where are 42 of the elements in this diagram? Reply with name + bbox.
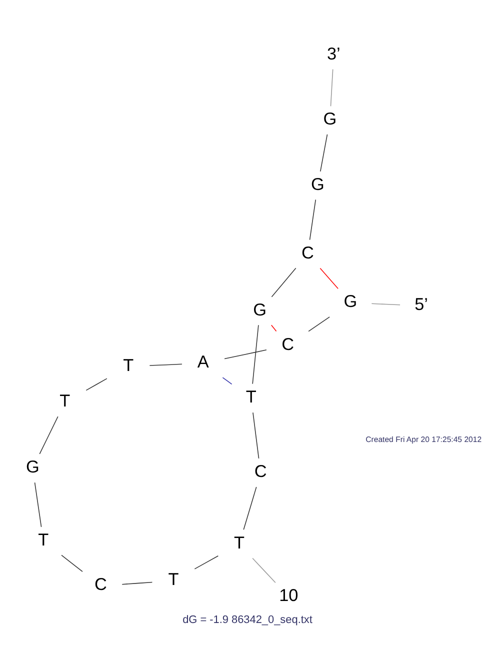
label: Created Fri Apr 20 17:25:45 2012 bbox=[366, 435, 482, 444]
connector bbox=[224, 350, 267, 360]
node-text: T bbox=[168, 569, 179, 590]
node-text: G bbox=[253, 299, 267, 320]
node-text: C bbox=[301, 242, 314, 262]
connector bbox=[271, 268, 296, 298]
connector bbox=[320, 134, 328, 172]
connector bbox=[252, 412, 260, 459]
node-text: T bbox=[246, 386, 256, 407]
connector bbox=[270, 324, 277, 332]
caption: dG = -1.9 86342_0_seq.txt bbox=[182, 614, 312, 626]
node-text: G bbox=[311, 174, 324, 194]
connector bbox=[61, 554, 83, 572]
node-text: C bbox=[254, 461, 267, 482]
connector bbox=[39, 416, 58, 454]
node-text: T bbox=[234, 532, 245, 552]
node-text: T bbox=[38, 529, 49, 550]
node-text: C bbox=[94, 574, 107, 594]
connector bbox=[252, 324, 259, 384]
node-text: T bbox=[123, 354, 134, 375]
node-text: 3’ bbox=[326, 44, 340, 64]
connector bbox=[320, 268, 338, 290]
connector bbox=[222, 377, 232, 385]
connector bbox=[252, 558, 276, 584]
node-text: T bbox=[60, 390, 70, 411]
node-text: 5’ bbox=[414, 294, 428, 314]
connector bbox=[194, 555, 219, 570]
node-text: 10 bbox=[279, 585, 298, 606]
connector bbox=[86, 378, 108, 391]
node-text: G bbox=[344, 291, 358, 312]
connector bbox=[308, 316, 330, 332]
connector bbox=[149, 364, 182, 366]
connector bbox=[122, 582, 153, 585]
connector bbox=[34, 482, 42, 528]
connector bbox=[330, 68, 334, 107]
connector bbox=[243, 486, 257, 530]
node-text: A bbox=[197, 352, 209, 372]
node-text: G bbox=[26, 456, 40, 477]
connector bbox=[371, 303, 400, 306]
node-text: G bbox=[323, 108, 337, 129]
node-text: C bbox=[282, 334, 294, 354]
connector bbox=[309, 199, 316, 240]
